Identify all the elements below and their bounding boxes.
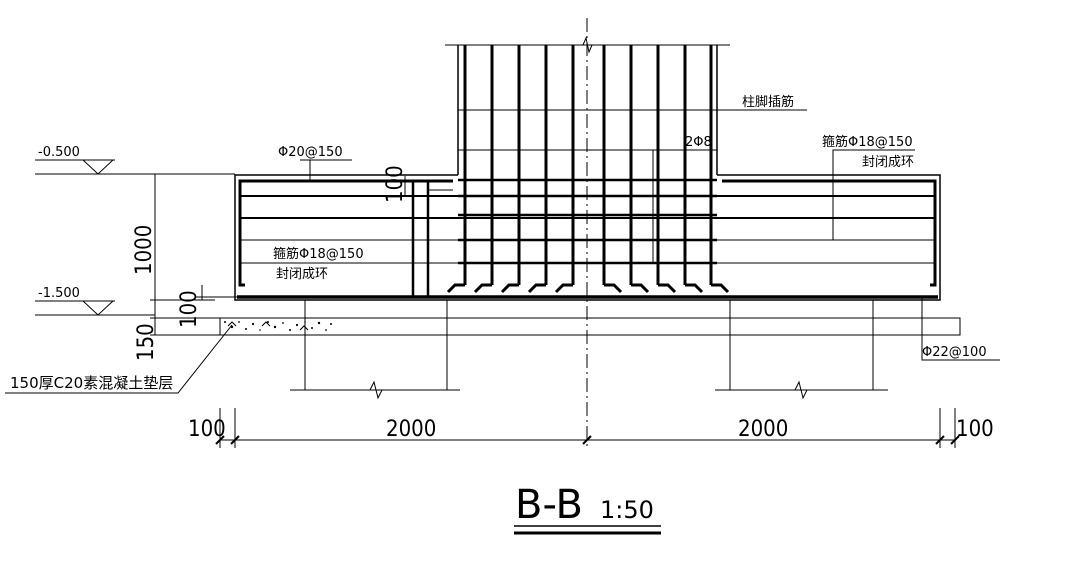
label-bottom-bar: Φ22@100 xyxy=(922,345,987,360)
elevation-bottom-marker: -1.500 xyxy=(35,286,155,316)
dim-right-span: 2000 xyxy=(738,417,788,442)
pile-right xyxy=(715,299,888,400)
dim-height-total: 1000 xyxy=(132,225,157,275)
elevation-top-marker: -0.500 xyxy=(35,145,155,175)
label-stirrup-right-1: 箍筋Φ18@150 xyxy=(822,134,913,150)
pile-left xyxy=(290,299,460,400)
foundation-bars xyxy=(237,150,938,299)
dim-left-edge: 100 xyxy=(188,417,226,442)
label-stirrup-left-1: 箍筋Φ18@150 xyxy=(273,246,364,262)
horizontal-dimensions: 100 2000 2000 100 xyxy=(188,408,994,448)
label-column-dowels: 柱脚插筋 xyxy=(742,94,794,110)
vertical-dimensions: 1000 100 100 150 xyxy=(132,165,428,361)
label-two-bars: 2Φ8 xyxy=(685,135,712,150)
dim-left-span: 2000 xyxy=(386,417,436,442)
title-section: B-B xyxy=(515,482,583,528)
dim-right-edge: 100 xyxy=(956,417,994,442)
label-stirrup-left-2: 封闭成环 xyxy=(276,267,328,282)
dim-cushion-thickness: 150 xyxy=(134,323,159,361)
label-top-bar: Φ20@150 xyxy=(278,145,343,160)
dowel-hooks xyxy=(446,283,730,294)
section-title: B-B 1:50 xyxy=(514,482,661,535)
column-dowels-left xyxy=(463,45,575,285)
annotations: 柱脚插筋 Φ20@150 2Φ8 箍筋Φ18@150 封闭成环 箍筋Φ18@15… xyxy=(5,94,1000,394)
elevation-top-label: -0.500 xyxy=(38,145,80,160)
cushion-layer xyxy=(219,317,961,336)
column-outline xyxy=(445,36,730,175)
foundation-outline xyxy=(234,174,941,301)
label-cushion: 150厚C20素混凝土垫层 xyxy=(10,374,173,392)
label-stirrup-right-2: 封闭成环 xyxy=(862,155,914,170)
column-dowels-right xyxy=(602,45,713,285)
dim-top-offset: 100 xyxy=(383,165,408,203)
elevation-bottom-label: -1.500 xyxy=(38,286,80,301)
title-scale: 1:50 xyxy=(600,496,654,524)
dim-bottom-offset: 100 xyxy=(177,290,202,328)
